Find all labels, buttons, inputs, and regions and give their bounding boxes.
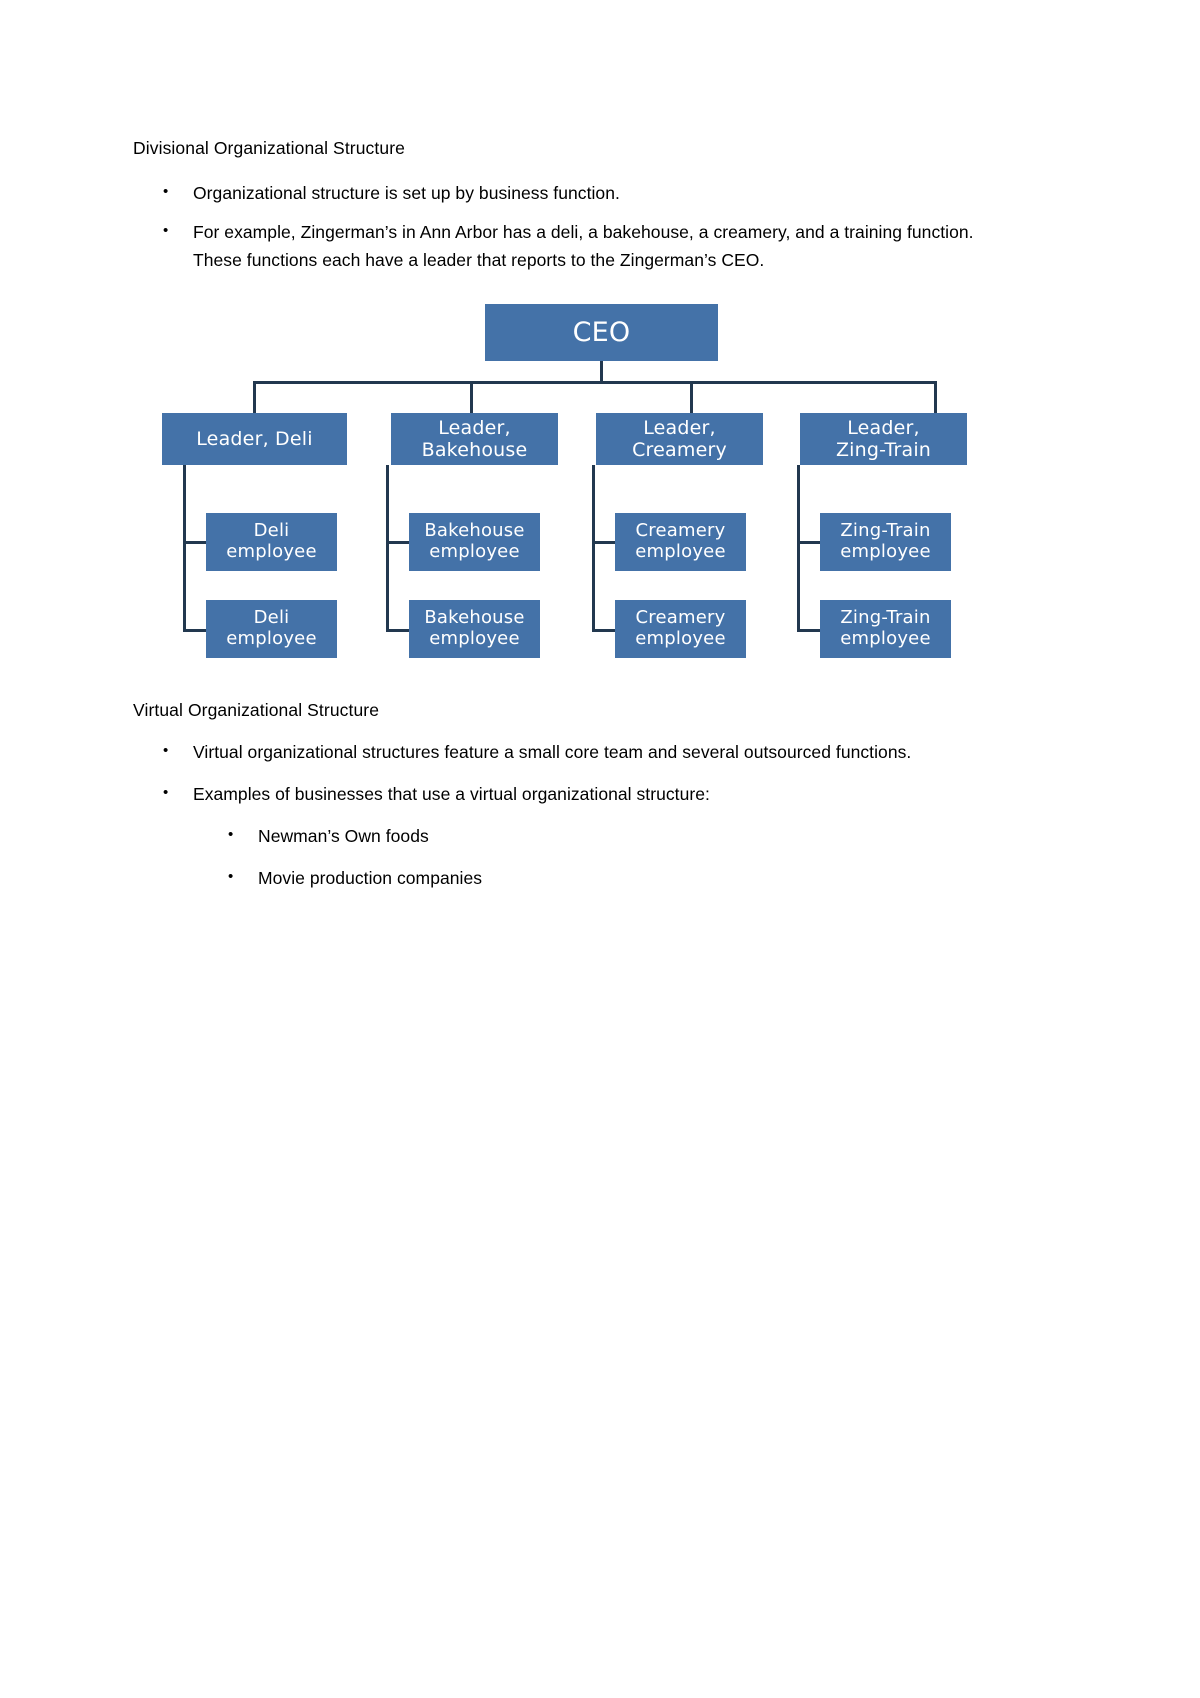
connector-level1-bar xyxy=(253,381,937,384)
connector-deli-emp1 xyxy=(183,541,207,544)
org-node-bakehouse-employee-2-line1: Bakehouse xyxy=(424,607,525,629)
org-node-leader-deli-line1: Leader, Deli xyxy=(196,427,313,450)
subbullet-virtual-1: • Newman’s Own foods xyxy=(228,822,928,850)
org-node-leader-deli: Leader, Deli xyxy=(162,413,347,465)
org-node-leader-creamery-line2: Creamery xyxy=(632,439,727,461)
connector-zingtrain-emp2 xyxy=(797,629,821,632)
bullet-glyph: • xyxy=(163,784,169,801)
heading-virtual-organizational-structure: Virtual Organizational Structure xyxy=(133,700,380,720)
org-node-leader-bakehouse-line2: Bakehouse xyxy=(421,439,528,461)
subbullet-virtual-1-text: Newman’s Own foods xyxy=(258,826,429,846)
org-node-creamery-employee-1-line1: Creamery xyxy=(635,520,726,542)
connector-drop-zingtrain xyxy=(934,381,937,413)
connector-zingtrain-spine xyxy=(797,465,800,632)
org-node-leader-zingtrain-line1: Leader, xyxy=(847,416,920,439)
connector-creamery-emp1 xyxy=(592,541,616,544)
org-node-leader-zingtrain: Leader, Zing-Train xyxy=(800,413,967,465)
bullet-divisional-1-text: Organizational structure is set up by bu… xyxy=(193,183,620,203)
bullet-divisional-2: • For example, Zingerman’s in Ann Arbor … xyxy=(163,218,978,275)
heading-divisional-organizational-structure: Divisional Organizational Structure xyxy=(133,138,405,158)
org-node-creamery-employee-2-line1: Creamery xyxy=(635,607,726,629)
org-node-bakehouse-employee-1-line1: Bakehouse xyxy=(424,520,525,542)
org-node-ceo: CEO xyxy=(485,304,718,361)
bullet-glyph: • xyxy=(163,222,169,239)
org-node-leader-creamery-line1: Leader, xyxy=(643,416,716,439)
bullet-virtual-2-text: Examples of businesses that use a virtua… xyxy=(193,784,710,804)
subbullet-virtual-2-text: Movie production companies xyxy=(258,868,483,888)
org-node-deli-employee-1-line2: employee xyxy=(226,541,317,562)
bullet-glyph: • xyxy=(163,183,169,200)
org-node-creamery-employee-1: Creamery employee xyxy=(615,513,746,571)
connector-creamery-spine xyxy=(592,465,595,632)
bullet-virtual-2: • Examples of businesses that use a virt… xyxy=(163,780,963,808)
bullet-divisional-2-text: For example, Zingerman’s in Ann Arbor ha… xyxy=(193,222,974,271)
org-chart-divisional-structure: CEO Leader, Deli Deli employee Deli empl… xyxy=(0,0,1200,658)
org-node-leader-zingtrain-line2: Zing-Train xyxy=(835,439,932,461)
org-node-zingtrain-employee-1: Zing-Train employee xyxy=(820,513,951,571)
connector-drop-creamery xyxy=(690,381,693,413)
org-node-deli-employee-2-line2: employee xyxy=(226,628,317,649)
org-node-deli-employee-2-line1: Deli xyxy=(253,607,290,629)
connector-ceo-down xyxy=(600,361,603,383)
bullet-divisional-1: • Organizational structure is set up by … xyxy=(163,179,983,207)
org-node-bakehouse-employee-2-line2: employee xyxy=(429,628,520,649)
org-node-zingtrain-employee-2-line2: employee xyxy=(840,628,931,649)
org-node-zingtrain-employee-1-line2: employee xyxy=(840,541,931,562)
bullet-glyph: • xyxy=(163,742,169,759)
org-node-leader-bakehouse: Leader, Bakehouse xyxy=(391,413,558,465)
org-node-deli-employee-2: Deli employee xyxy=(206,600,337,658)
org-node-creamery-employee-1-line2: employee xyxy=(635,541,726,562)
org-node-bakehouse-employee-1: Bakehouse employee xyxy=(409,513,540,571)
connector-deli-spine xyxy=(183,465,186,632)
subbullet-virtual-2: • Movie production companies xyxy=(228,864,928,892)
org-node-leader-bakehouse-line1: Leader, xyxy=(438,416,511,439)
org-node-bakehouse-employee-1-line2: employee xyxy=(429,541,520,562)
connector-bakehouse-spine xyxy=(386,465,389,632)
connector-deli-emp2 xyxy=(183,629,207,632)
connector-drop-deli xyxy=(253,381,256,413)
bullet-glyph: • xyxy=(228,826,234,843)
org-node-zingtrain-employee-2-line1: Zing-Train xyxy=(840,607,931,629)
connector-bakehouse-emp1 xyxy=(386,541,410,544)
org-node-deli-employee-1: Deli employee xyxy=(206,513,337,571)
connector-drop-bakehouse xyxy=(470,381,473,413)
org-node-bakehouse-employee-2: Bakehouse employee xyxy=(409,600,540,658)
org-node-leader-creamery: Leader, Creamery xyxy=(596,413,763,465)
connector-creamery-emp2 xyxy=(592,629,616,632)
connector-zingtrain-emp1 xyxy=(797,541,821,544)
org-node-deli-employee-1-line1: Deli xyxy=(253,520,290,542)
org-node-creamery-employee-2: Creamery employee xyxy=(615,600,746,658)
org-node-zingtrain-employee-1-line1: Zing-Train xyxy=(840,520,931,542)
bullet-virtual-1: • Virtual organizational structures feat… xyxy=(163,738,993,766)
bullet-glyph: • xyxy=(228,868,234,885)
org-node-creamery-employee-2-line2: employee xyxy=(635,628,726,649)
bullet-virtual-1-text: Virtual organizational structures featur… xyxy=(193,742,912,762)
connector-bakehouse-emp2 xyxy=(386,629,410,632)
org-node-zingtrain-employee-2: Zing-Train employee xyxy=(820,600,951,658)
